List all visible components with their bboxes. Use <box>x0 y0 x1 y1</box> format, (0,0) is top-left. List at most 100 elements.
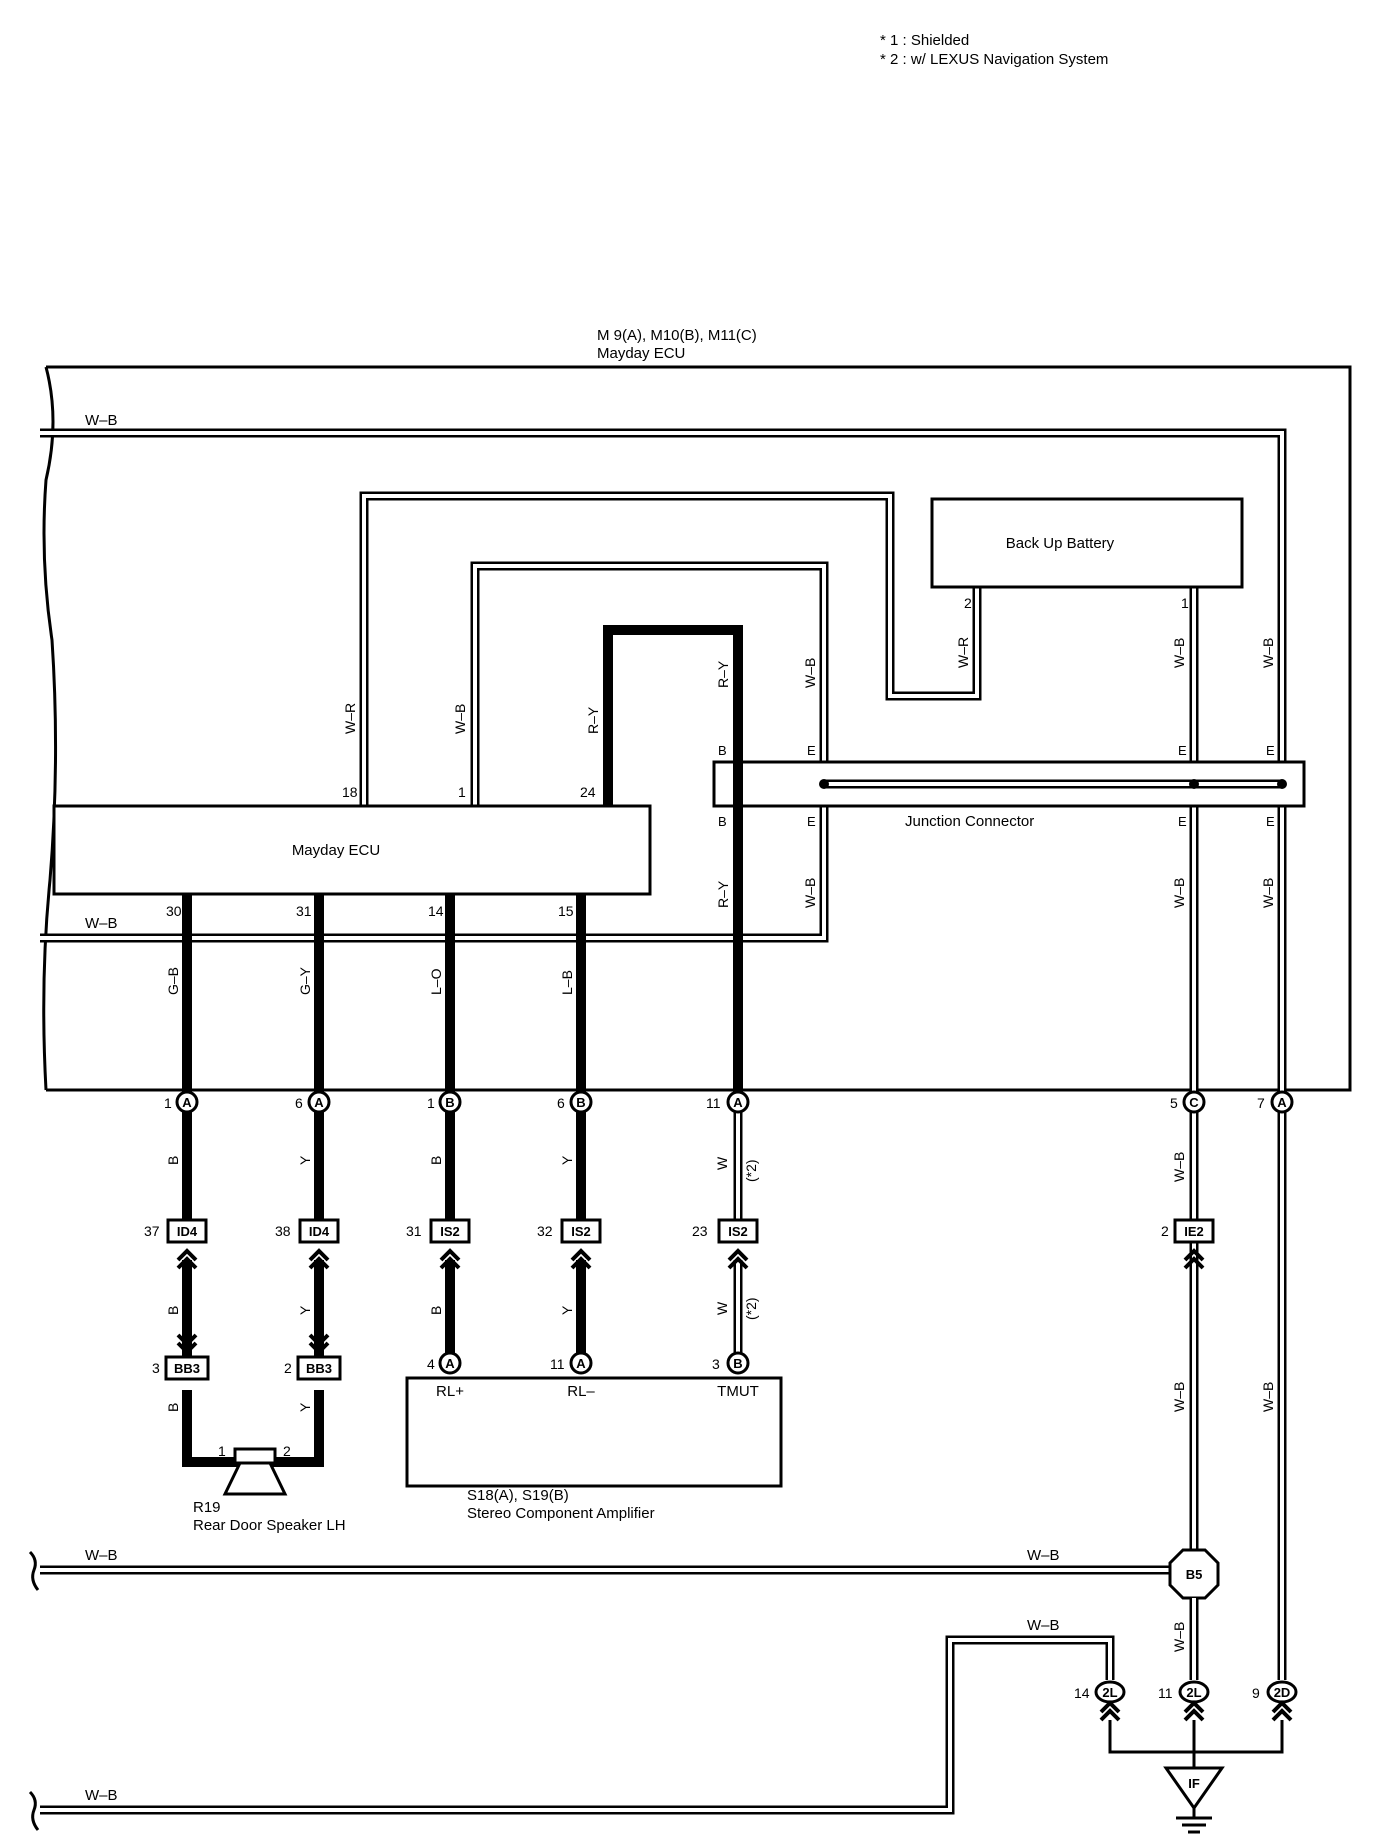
wb-ground-bus-2 <box>40 1635 1115 1815</box>
junction-letter-e-3t: E <box>1266 743 1275 758</box>
amp-name: Stereo Component Amplifier <box>467 1505 655 1522</box>
junction-connector-label: Junction Connector <box>905 813 1034 830</box>
break-mark-2 <box>28 1790 40 1831</box>
wire-label-wb-bus2-left: W–B <box>85 1787 118 1804</box>
svg-text:A: A <box>182 1095 192 1110</box>
svg-text:BB3: BB3 <box>174 1361 200 1376</box>
wire-label-wr-2: W–R <box>955 637 971 668</box>
wire-label-wb-bus1-right: W–B <box>1027 1547 1060 1564</box>
svg-text:W–B: W–B <box>1171 1152 1187 1182</box>
svg-text:37: 37 <box>144 1223 160 1239</box>
svg-text:3: 3 <box>152 1360 160 1376</box>
ecu-connector-title: M 9(A), M10(B), M11(C) <box>597 327 757 344</box>
svg-text:11: 11 <box>1158 1685 1173 1701</box>
ecu-outline <box>42 365 1352 1092</box>
speaker-code: R19 <box>193 1499 221 1516</box>
ecu-output-wires <box>182 894 586 1102</box>
svg-text:B: B <box>428 1306 444 1315</box>
svg-text:9: 9 <box>1252 1685 1260 1701</box>
backup-battery-label: Back Up Battery <box>1006 535 1115 552</box>
svg-text:2: 2 <box>1161 1223 1169 1239</box>
ground-connector-14-2l: 14 2L <box>1074 1680 1126 1704</box>
svg-text:A: A <box>1277 1095 1287 1110</box>
svg-text:ID4: ID4 <box>309 1224 330 1239</box>
ecu-connector-1a: 1 A <box>164 1090 199 1114</box>
ecu-connector-7a: 7 A <box>1257 1090 1294 1114</box>
stereo-amplifier-box <box>405 1376 783 1488</box>
svg-text:W: W <box>714 1301 730 1315</box>
ry-wire <box>603 625 743 1102</box>
ecu-pin-15: 15 <box>558 903 574 919</box>
ecu-title: Mayday ECU <box>597 345 685 362</box>
svg-text:11: 11 <box>706 1095 721 1111</box>
ecu-pin-14: 14 <box>428 903 444 919</box>
ecu-connector-6b: 6 B <box>557 1090 593 1114</box>
wr-loop <box>359 491 982 808</box>
svg-text:1: 1 <box>164 1095 172 1111</box>
svg-text:BB3: BB3 <box>306 1361 332 1376</box>
junction-connector-row: 37 ID4 38 ID4 31 IS2 32 IS2 23 IS2 2 IE2 <box>144 1218 1215 1244</box>
wire-label-lo: L–O <box>428 968 444 995</box>
lower-wire-labels: B Y B Y W (*2) W–B B Y B Y W (*2) B Y W–… <box>165 1152 1276 1652</box>
svg-text:C: C <box>1189 1095 1199 1110</box>
ecu-pin-18: 18 <box>342 784 358 800</box>
speaker-icon <box>222 1447 288 1496</box>
ecu-connector-1b: 1 B <box>427 1090 462 1114</box>
svg-text:23: 23 <box>692 1223 708 1239</box>
ground-connector-9-2d: 9 2D <box>1252 1680 1298 1704</box>
amp-connectors: 4 A RL+ 11 A RL– 3 B TMUT <box>427 1351 759 1400</box>
ground-connectors: 14 2L 11 2L 9 2D <box>1074 1680 1298 1704</box>
wb-top-loop <box>40 428 1287 1102</box>
connector-is2-31: 31 IS2 <box>406 1218 471 1244</box>
svg-text:32: 32 <box>537 1223 553 1239</box>
splice-b5: B5 <box>1168 1548 1220 1600</box>
ecu-bottom-connectors: 1 A 6 A 1 B 6 B 11 A 5 C 7 <box>164 1090 1294 1114</box>
svg-text:4: 4 <box>427 1356 435 1372</box>
svg-text:2L: 2L <box>1186 1685 1201 1700</box>
svg-text:B: B <box>576 1095 585 1110</box>
wire-label-ry-2: R–Y <box>715 660 731 688</box>
bb3-connectors: 3 BB3 2 BB3 <box>152 1355 342 1381</box>
wb-inner-loop <box>40 561 829 943</box>
wire-label-gy: G–Y <box>297 966 313 995</box>
ecu-connector-6a: 6 A <box>295 1090 331 1114</box>
vertical-wire-labels: W–R W–B R–Y R–Y W–B W–R W–B W–B R–Y W–B … <box>165 637 1276 995</box>
ecu-pin-30: 30 <box>166 903 182 919</box>
connector-bb3-3: 3 BB3 <box>152 1355 210 1381</box>
svg-text:IS2: IS2 <box>440 1224 460 1239</box>
wire-label-gb: G–B <box>165 967 181 995</box>
svg-text:2: 2 <box>284 1360 292 1376</box>
svg-text:W: W <box>714 1156 730 1170</box>
connector-id4-38: 38 ID4 <box>275 1218 340 1244</box>
note-1: * 1 : Shielded <box>880 32 969 49</box>
svg-text:(*2): (*2) <box>743 1297 759 1320</box>
connector-is2-32: 32 IS2 <box>537 1218 602 1244</box>
junction-letter-e-1b: E <box>807 814 816 829</box>
svg-text:A: A <box>314 1095 324 1110</box>
svg-text:RL–: RL– <box>567 1383 595 1400</box>
svg-text:IE2: IE2 <box>1184 1224 1204 1239</box>
wire-label-wb-mid: W–B <box>85 915 118 932</box>
amp-connector-3b: 3 B TMUT <box>712 1351 759 1400</box>
svg-text:B5: B5 <box>1186 1567 1203 1582</box>
connector-id4-37: 37 ID4 <box>144 1218 208 1244</box>
svg-text:31: 31 <box>406 1223 422 1239</box>
speaker-pin1: 1 <box>218 1443 226 1459</box>
junction-letter-e-2b: E <box>1178 814 1187 829</box>
junction-letter-e-3b: E <box>1266 814 1275 829</box>
svg-text:Y: Y <box>559 1155 575 1165</box>
wire-label-wb-bus2-right: W–B <box>1027 1617 1060 1634</box>
wire-label-wb-bus1-left: W–B <box>85 1547 118 1564</box>
svg-text:RL+: RL+ <box>436 1383 464 1400</box>
svg-text:W–B: W–B <box>1171 1622 1187 1652</box>
svg-text:IS2: IS2 <box>728 1224 748 1239</box>
wire-label-ry-3: R–Y <box>715 880 731 908</box>
wire-label-wb-7: W–B <box>1260 878 1276 908</box>
ecu-pin-24: 24 <box>580 784 596 800</box>
wire-label-lb: L–B <box>559 970 575 995</box>
svg-text:ID4: ID4 <box>177 1224 198 1239</box>
svg-text:B: B <box>733 1356 742 1371</box>
svg-text:B: B <box>165 1156 181 1165</box>
svg-text:Y: Y <box>297 1155 313 1165</box>
